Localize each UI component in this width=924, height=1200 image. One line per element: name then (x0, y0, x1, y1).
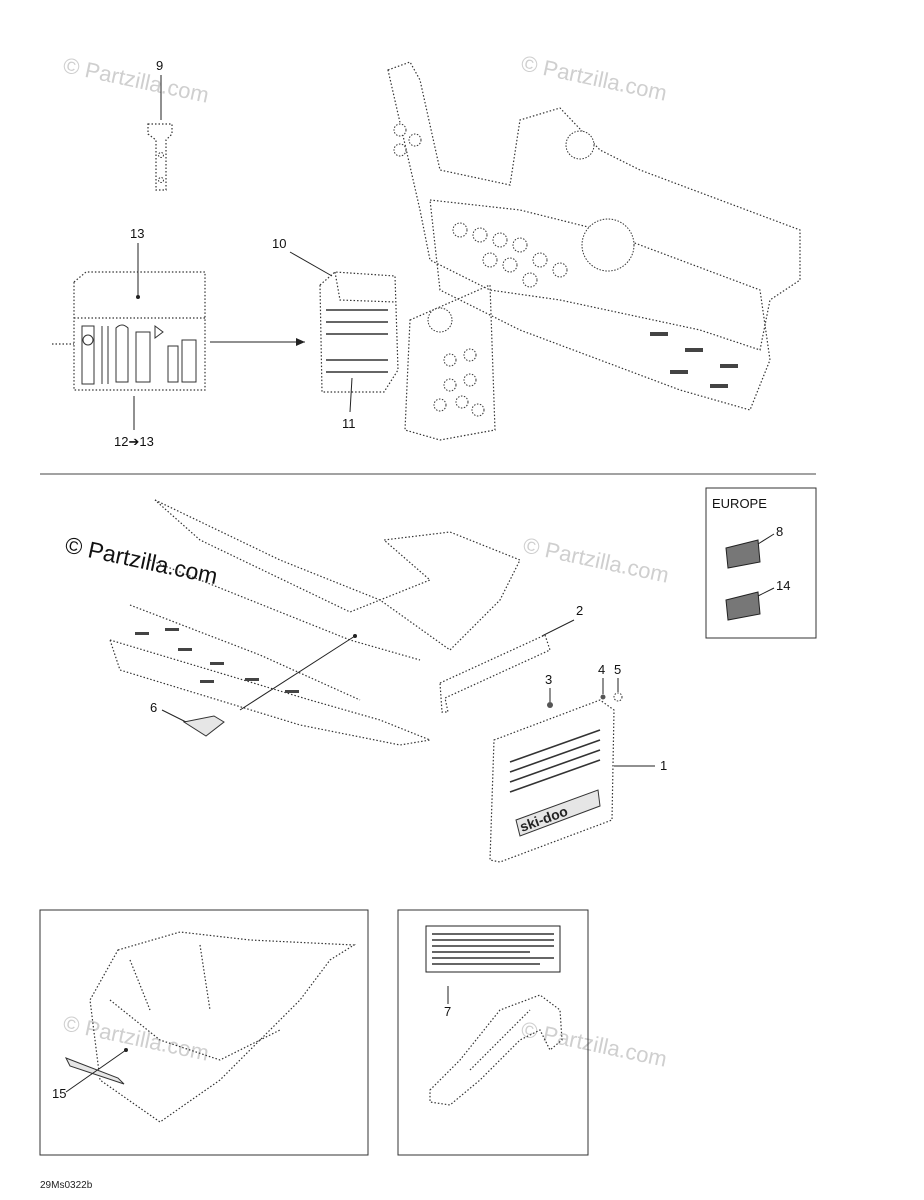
europe-box: EUROPE 8 14 (705, 487, 817, 639)
reflector-part-6: 6 (150, 700, 225, 737)
watermark: © Partzilla.com (519, 50, 669, 105)
callout-7: 7 (444, 1004, 451, 1019)
spanner-wrench-part-9: 9 (147, 58, 173, 191)
callout-4: 4 (598, 662, 605, 677)
callout-1: 1 (660, 758, 667, 773)
watermark: © Partzilla.com (61, 52, 211, 107)
callout-5: 5 (614, 662, 621, 677)
watermark: © Partzilla.com (519, 1016, 669, 1071)
watermark: © Partzilla.com (63, 531, 220, 589)
europe-title: EUROPE (712, 496, 767, 511)
warning-label-part-7 (425, 925, 561, 973)
fasteners-parts-3-4-5: 3 4 5 (545, 662, 623, 708)
watermark: © Partzilla.com (521, 532, 671, 587)
warning-label-box: 7 (397, 909, 589, 1156)
tunnel-body (109, 499, 521, 746)
callout-15: 15 (52, 1086, 66, 1101)
callout-3: 3 (545, 672, 552, 687)
watermark: © Partzilla.com (61, 1010, 211, 1065)
callout-13: 13 (130, 226, 144, 241)
callout-12-13: 12➔13 (114, 434, 154, 449)
callout-14: 14 (776, 578, 790, 593)
tool-box-part-10: 10 11 (272, 236, 399, 431)
callout-6: 6 (150, 700, 157, 715)
chassis-frame (387, 61, 801, 441)
tool-kit-part-13: 13 12➔13 (52, 226, 305, 449)
callout-8: 8 (776, 524, 783, 539)
bracket-part-2: 2 (439, 603, 583, 713)
inner-panel-box: 15 (39, 909, 369, 1156)
callout-10: 10 (272, 236, 286, 251)
figure-code: 29Ms0322b (40, 1180, 93, 1191)
callout-2: 2 (576, 603, 583, 618)
callout-9: 9 (156, 58, 163, 73)
mud-flap-logo: ski-doo (518, 803, 570, 835)
mud-flap-part-1: 1 ski-doo (489, 699, 667, 863)
callout-11: 11 (342, 416, 356, 431)
